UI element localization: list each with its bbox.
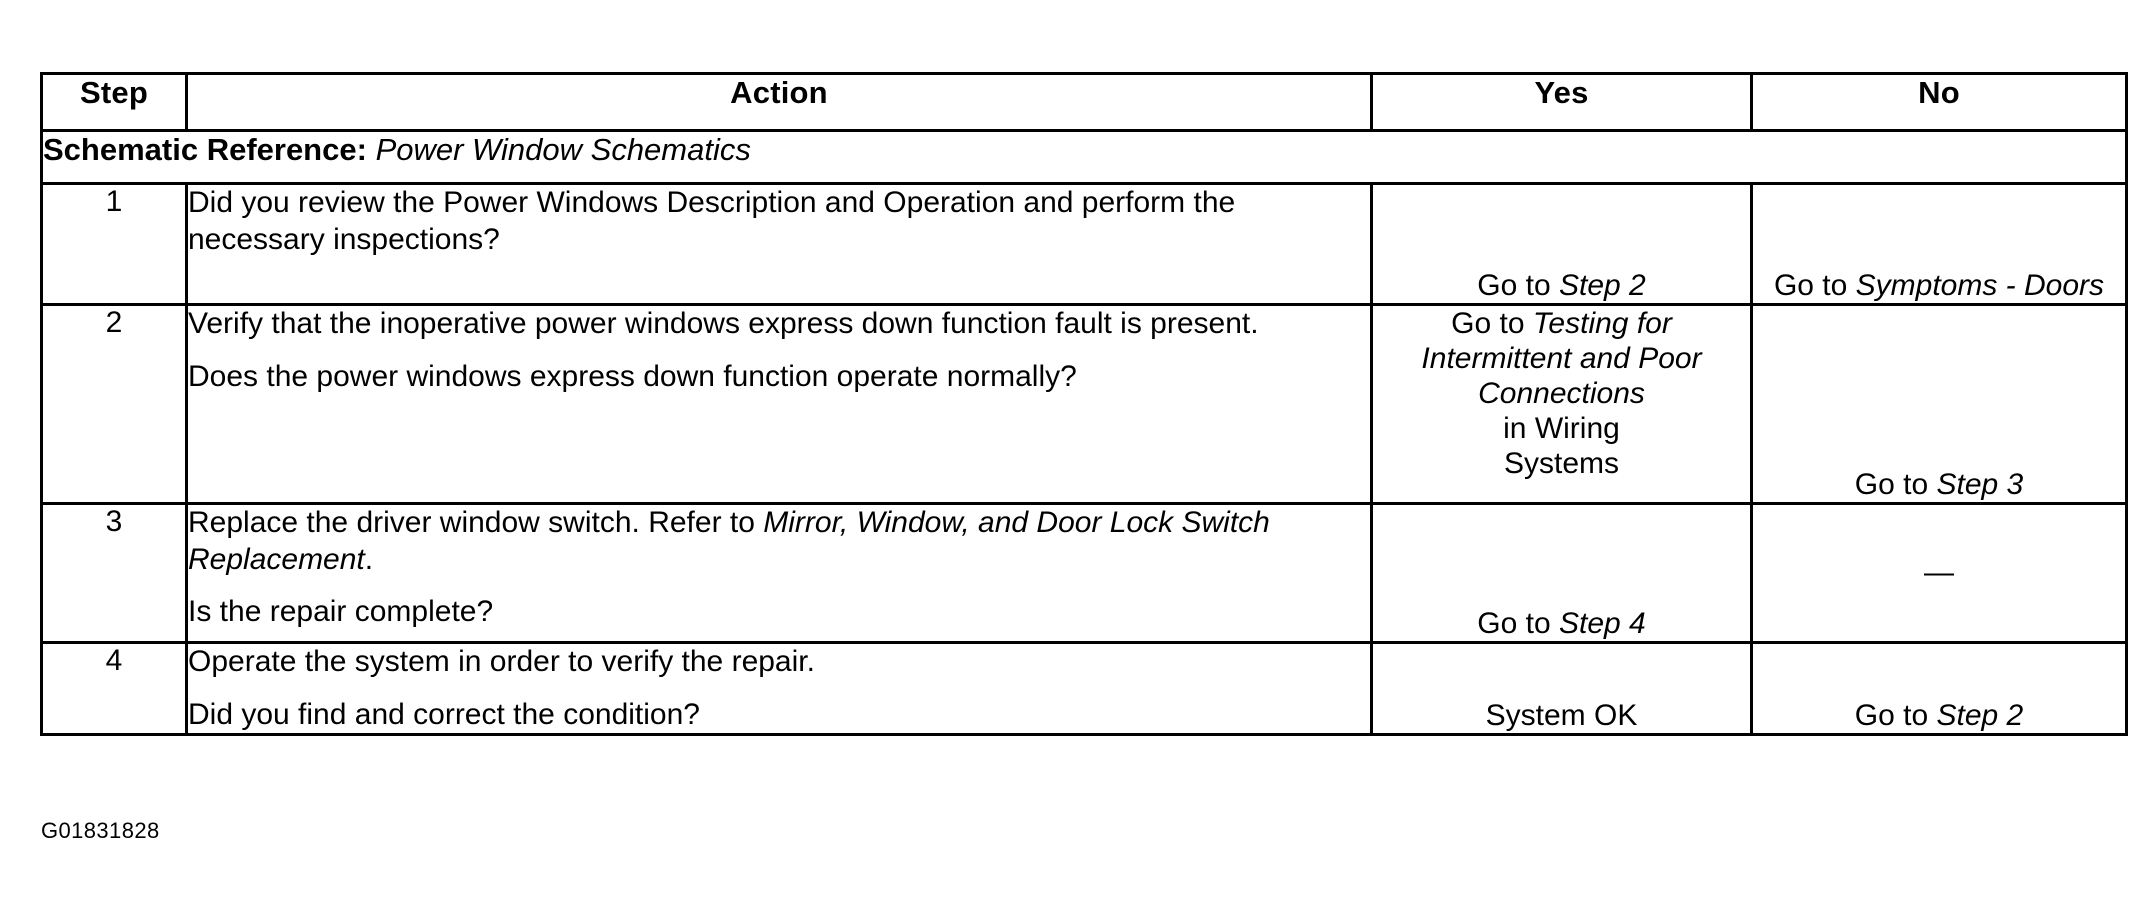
- yes-line: Go to Testing for: [1373, 306, 1750, 341]
- step-action-1: Did you review the Power Windows Descrip…: [185, 182, 1373, 306]
- no-reference: Step 2: [1936, 699, 2024, 733]
- action-paragraph: Does the power windows express down func…: [188, 359, 1077, 393]
- action-paragraph: Is the repair complete?: [188, 595, 494, 629]
- figure-id-caption: G01831828: [41, 818, 160, 843]
- step-no-3: —: [1750, 502, 2128, 644]
- step-action-4: Operate the system in order to verify th…: [185, 640, 1373, 737]
- step-no-2: Go to Step 3: [1750, 303, 2128, 505]
- step-yes-4: System OK: [1370, 640, 1753, 737]
- yes-reference-line-3: Connections: [1478, 377, 1645, 411]
- schematic-reference-label: Schematic Reference:: [43, 132, 367, 167]
- no-dash: —: [1924, 556, 1954, 590]
- action-paragraph: Verify that the inoperative power window…: [188, 307, 1259, 340]
- yes-prefix: Go to: [1477, 606, 1559, 640]
- column-header-no: No: [1750, 72, 2128, 132]
- schematic-reference-value: Power Window Schematics: [375, 132, 751, 167]
- table-row-step-3: 3 Replace the driver window switch. Refe…: [40, 502, 2128, 644]
- step-number-4: 4: [40, 640, 188, 737]
- schematic-reference-row: Schematic Reference: Power Window Schema…: [40, 129, 2128, 185]
- action-line: Did you review the Power Windows Descrip…: [188, 186, 1074, 219]
- action-line: perform the necessary inspections?: [188, 186, 1236, 256]
- yes-plain-line-4: in Wiring: [1503, 412, 1620, 446]
- action-reference: Mirror, Window, and Door Lock Switch Rep…: [188, 506, 1270, 576]
- column-header-step: Step: [40, 72, 188, 132]
- column-header-action: Action: [185, 72, 1373, 132]
- no-prefix: Go to: [1773, 268, 1856, 302]
- step-yes-1: Go to Step 2: [1370, 182, 1753, 306]
- yes-prefix: Go to: [1477, 268, 1559, 302]
- step-no-1: Go to Symptoms - Doors: [1750, 182, 2128, 306]
- table-row-step-2: 2 Verify that the inoperative power wind…: [40, 303, 2128, 505]
- table-header-row: Step Action Yes No: [40, 72, 2128, 132]
- diagnostic-table: Step Action Yes No Schematic Reference: …: [40, 72, 2128, 737]
- step-yes-3: Go to Step 4: [1370, 502, 1753, 644]
- step-number-1: 1: [40, 182, 188, 306]
- no-reference: Symptoms - Doors: [1855, 268, 2105, 302]
- yes-prefix: Go to: [1451, 307, 1533, 340]
- step-number-2: 2: [40, 303, 188, 505]
- step-action-2: Verify that the inoperative power window…: [185, 303, 1373, 505]
- yes-reference-line-2: Intermittent and Poor: [1421, 342, 1702, 376]
- no-prefix: Go to: [1854, 467, 1937, 501]
- action-paragraph: Operate the system in order to verify th…: [188, 645, 815, 678]
- step-yes-2: Go to Testing for Intermittent and Poor …: [1370, 303, 1753, 505]
- action-tail: .: [364, 542, 374, 576]
- yes-reference-line-1: Testing for: [1532, 307, 1672, 340]
- step-no-4: Go to Step 2: [1750, 640, 2128, 737]
- action-plain: Replace the driver window switch. Refer …: [188, 506, 764, 539]
- schematic-reference-cell: Schematic Reference: Power Window Schema…: [40, 129, 2128, 185]
- schematic-reference-spacer: [367, 132, 376, 167]
- step-action-3: Replace the driver window switch. Refer …: [185, 502, 1373, 644]
- action-paragraph: Did you find and correct the condition?: [188, 697, 700, 731]
- action-paragraph: Replace the driver window switch. Refer …: [188, 505, 1370, 578]
- step-number-3: 3: [40, 502, 188, 644]
- no-prefix: Go to: [1854, 699, 1937, 733]
- table-row-step-1: 1 Did you review the Power Windows Descr…: [40, 182, 2128, 306]
- yes-reference: Step 2: [1558, 268, 1646, 302]
- table-row-step-4: 4 Operate the system in order to verify …: [40, 640, 2128, 737]
- action-paragraph: Did you review the Power Windows Descrip…: [188, 185, 1370, 258]
- no-reference: Step 3: [1936, 467, 2024, 501]
- diagnostic-table-wrapper: Step Action Yes No Schematic Reference: …: [40, 72, 2128, 737]
- yes-plain-line-5: Systems: [1503, 447, 1620, 481]
- column-header-yes: Yes: [1370, 72, 1753, 132]
- yes-reference: Step 4: [1558, 606, 1646, 640]
